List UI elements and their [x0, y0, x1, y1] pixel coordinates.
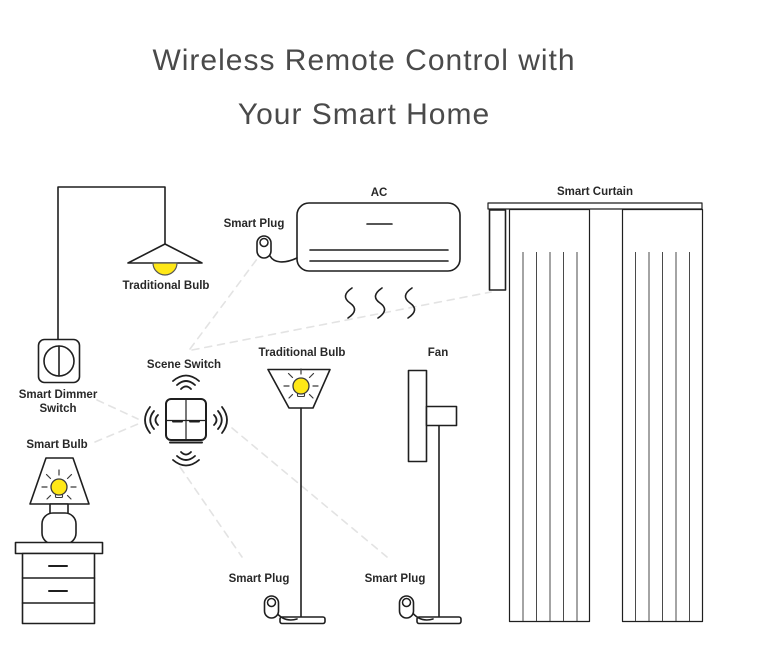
wireless-wave-icon	[144, 374, 228, 467]
lamp-wire	[57, 186, 166, 341]
connection-dimmer-to-switch	[96, 399, 139, 420]
curtain-motor	[488, 209, 507, 291]
plug-cord	[269, 255, 298, 263]
curtain-panel-left	[508, 208, 591, 623]
wireless-connection-lines	[94, 258, 492, 558]
connection-switch-to-ac-plug	[189, 258, 258, 350]
connection-switch-to-curtain	[191, 291, 492, 351]
connection-smart-bulb-to-switch	[94, 423, 139, 443]
fan-motor	[425, 405, 458, 427]
smart-plug-icon	[263, 595, 280, 619]
smart-bulb-lamp	[29, 457, 90, 545]
smart-plug-lamp-icon	[263, 595, 298, 621]
floor-lamp-base	[279, 616, 326, 625]
floor-lamp-icon	[267, 368, 331, 625]
lamp-shade	[127, 243, 203, 264]
bulb-icon	[152, 262, 178, 276]
connection-switch-to-fan-plug	[231, 427, 388, 558]
page-title-line-2: Your Smart Home	[237, 98, 491, 131]
connection-switch-to-lamp-plug	[179, 466, 243, 558]
fan-blade-guard	[407, 369, 428, 463]
page-title-line-1: Wireless Remote Control with	[152, 44, 576, 77]
curtain-icon	[487, 202, 704, 623]
nightstand-icon	[14, 541, 104, 625]
scene-switch-icon	[144, 374, 228, 467]
drawer-handles	[48, 565, 68, 592]
lamp-body	[41, 512, 77, 545]
fan-base	[416, 616, 462, 625]
smart-plug-ac-icon	[256, 235, 298, 263]
smart-plug-fan-icon	[398, 595, 434, 621]
airflow-waves	[344, 287, 416, 319]
smart-dimmer-switch-icon	[37, 338, 81, 384]
curtain-panel-right	[621, 208, 704, 623]
smart-plug-icon	[256, 235, 272, 259]
hanging-lamp	[57, 186, 203, 341]
ac-unit-icon	[296, 202, 461, 319]
fan-icon	[407, 369, 462, 625]
curtain-rail	[487, 202, 703, 210]
smart-plug-icon	[398, 595, 415, 619]
